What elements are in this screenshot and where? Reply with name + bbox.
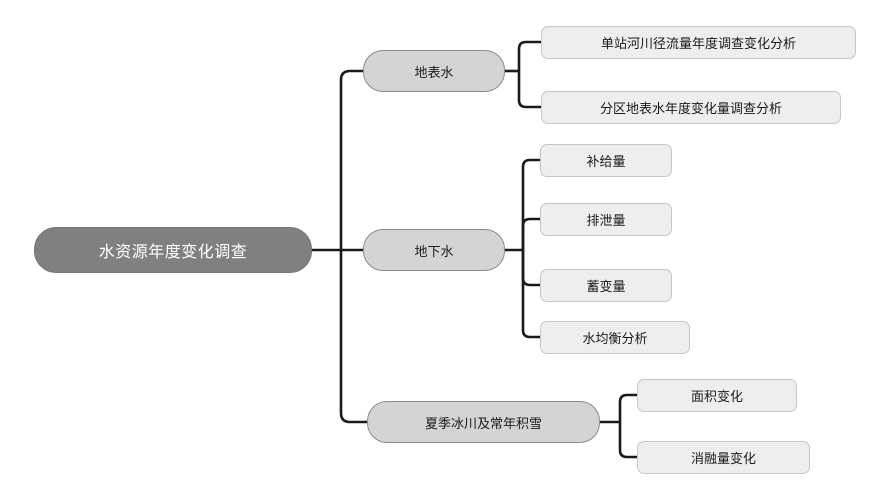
connector-branch3-child2 bbox=[618, 422, 637, 459]
connector-root-to-branch-3 bbox=[339, 250, 367, 424]
leaf-node-label: 分区地表水年度变化量调查分析 bbox=[599, 101, 782, 116]
root-node[interactable]: 水资源年度变化调查 bbox=[34, 227, 312, 273]
branch-node-label: 夏季冰川及常年积雪 bbox=[424, 415, 542, 431]
root-node-label: 水资源年度变化调查 bbox=[98, 244, 248, 261]
leaf-node-storage-change[interactable]: 蓄变量 bbox=[540, 269, 672, 302]
connector-branch3-child1 bbox=[618, 393, 637, 422]
connector-branch1-child1 bbox=[517, 40, 541, 71]
leaf-node-label: 水均衡分析 bbox=[582, 331, 648, 346]
leaf-node-zoned-surface-water[interactable]: 分区地表水年度变化量调查分析 bbox=[541, 91, 841, 124]
leaf-node-label: 单站河川径流量年度调查变化分析 bbox=[600, 36, 796, 51]
connector-branch2-child4 bbox=[521, 250, 540, 339]
leaf-node-water-balance-analysis[interactable]: 水均衡分析 bbox=[540, 321, 690, 354]
leaf-node-label: 消融量变化 bbox=[690, 451, 756, 466]
branch-node-surface-water[interactable]: 地表水 bbox=[363, 50, 505, 92]
leaf-node-discharge[interactable]: 排泄量 bbox=[540, 203, 672, 236]
branch-node-groundwater[interactable]: 地下水 bbox=[363, 229, 505, 271]
leaf-node-recharge[interactable]: 补给量 bbox=[540, 144, 672, 177]
branch-node-label: 地下水 bbox=[414, 243, 454, 259]
connector-root-to-branch-1 bbox=[339, 69, 363, 250]
leaf-node-label: 补给量 bbox=[586, 154, 626, 169]
connector-branch1-child2 bbox=[517, 71, 541, 109]
connector-branch2-child3 bbox=[521, 250, 540, 287]
connector-branch2-child1 bbox=[521, 158, 540, 250]
leaf-node-label: 蓄变量 bbox=[586, 279, 626, 294]
leaf-node-single-station-runoff[interactable]: 单站河川径流量年度调查变化分析 bbox=[541, 26, 856, 59]
leaf-node-area-change[interactable]: 面积变化 bbox=[637, 379, 797, 412]
leaf-node-label: 排泄量 bbox=[586, 213, 626, 228]
connector-branch2-child2 bbox=[521, 217, 540, 250]
leaf-node-label: 面积变化 bbox=[690, 389, 743, 404]
branch-node-glacier-snow[interactable]: 夏季冰川及常年积雪 bbox=[367, 401, 600, 443]
branch-node-label: 地表水 bbox=[414, 64, 454, 80]
leaf-node-ablation-change[interactable]: 消融量变化 bbox=[637, 441, 810, 474]
